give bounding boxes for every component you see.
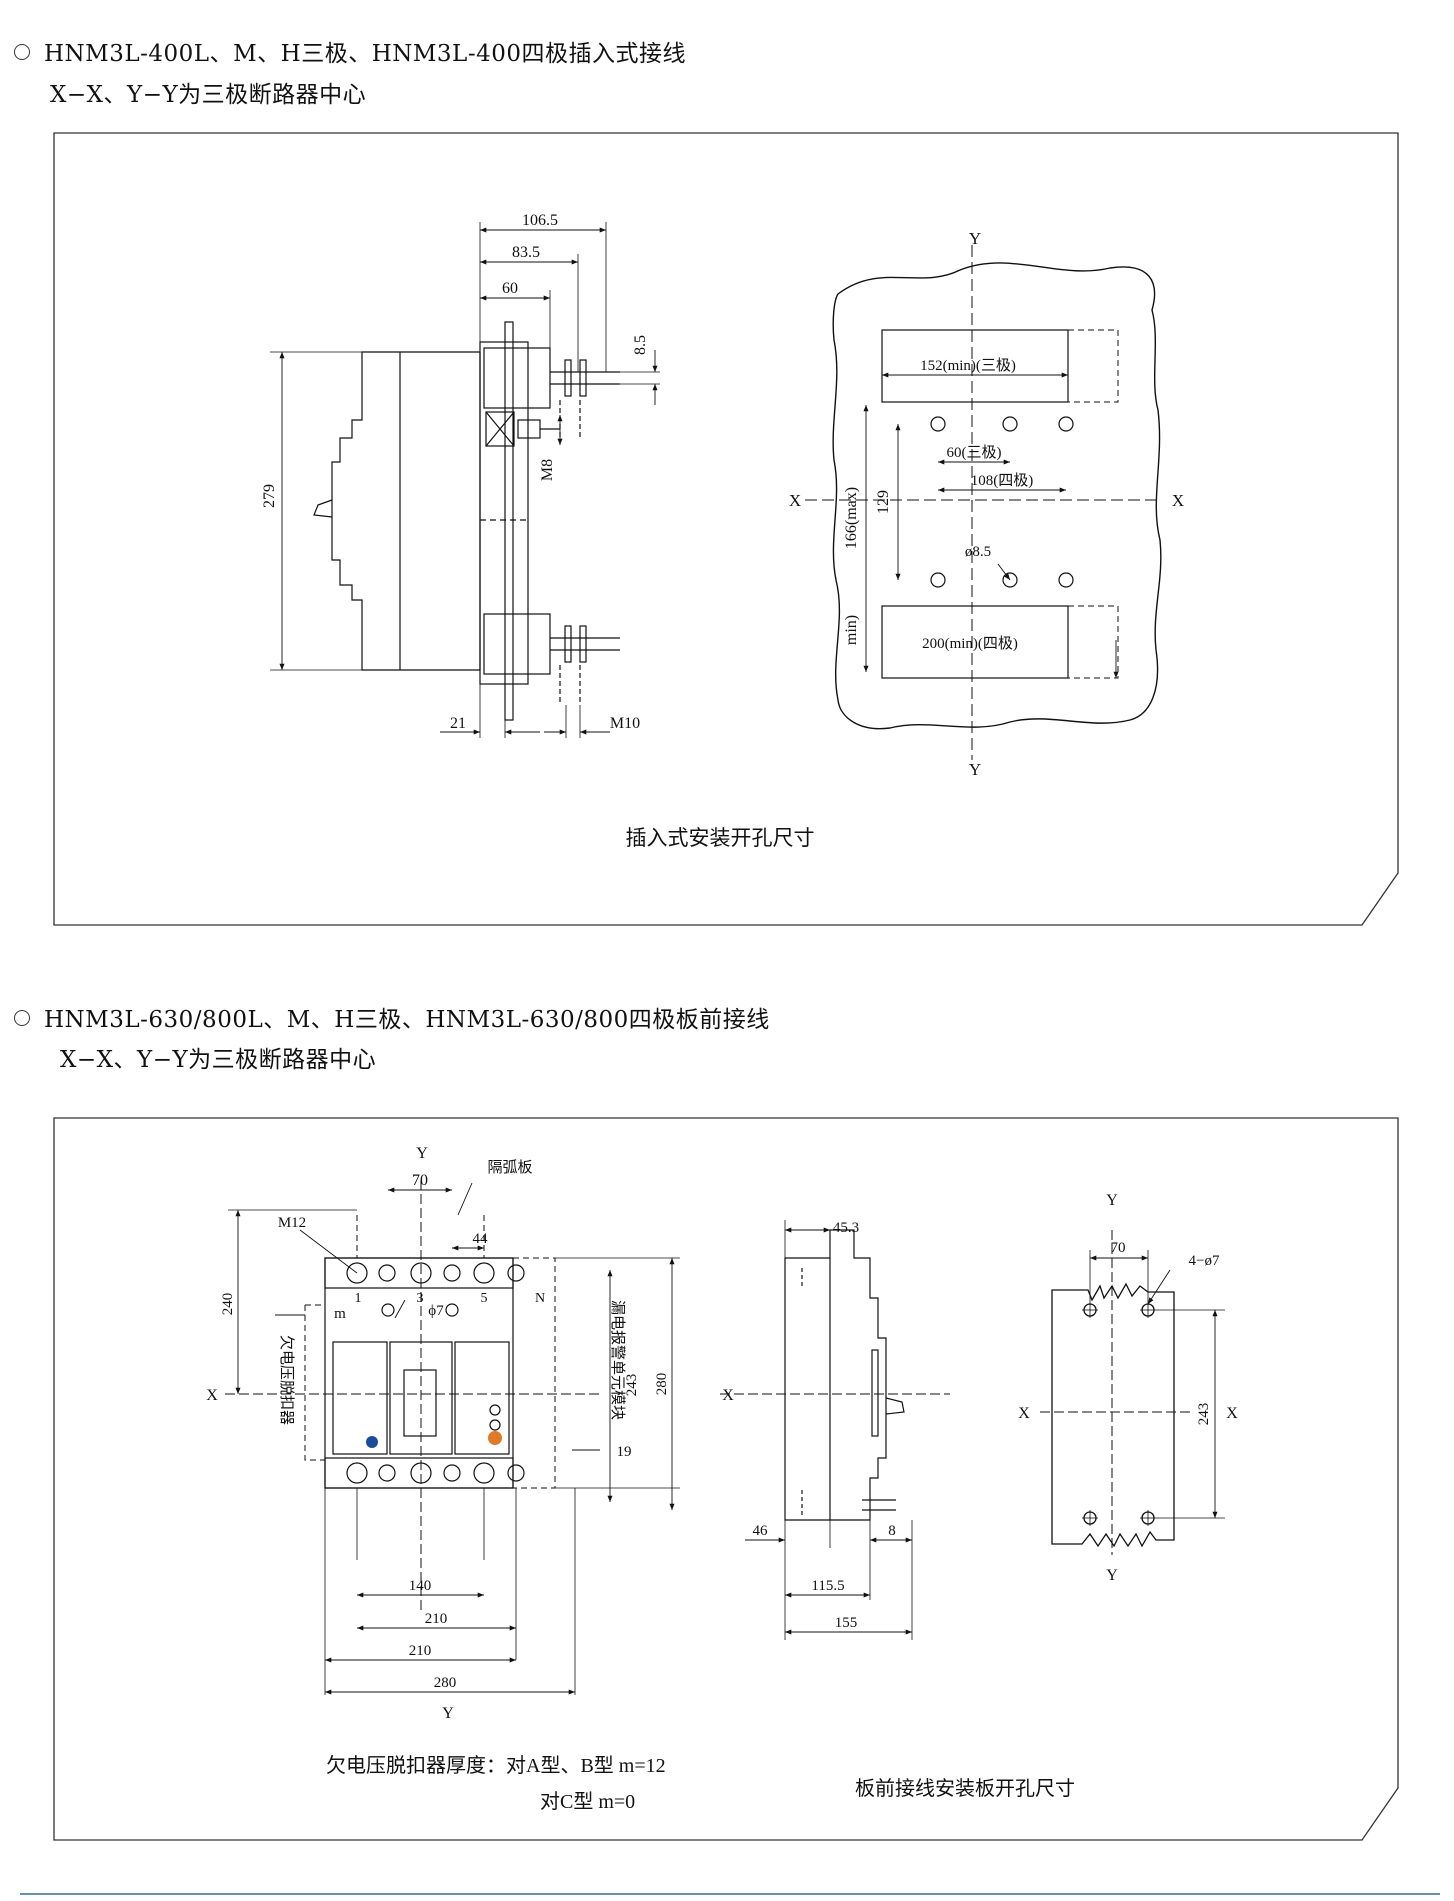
dim-46: 46 — [753, 1523, 769, 1539]
dim-210-b: 210 — [409, 1643, 432, 1659]
panel2-front-dimensions — [235, 1182, 675, 1695]
section1-title: HNM3L-400L、M、H三极、HNM3L-400四极插入式接线 — [14, 34, 686, 68]
panel1-caption: 插入式安装开孔尺寸 — [626, 826, 815, 850]
note-c-type: 对C型 m=0 — [540, 1790, 635, 1813]
label-phi7: ϕ7 — [428, 1303, 444, 1319]
dim-21: 21 — [450, 715, 466, 732]
dim-60: 60 — [502, 280, 518, 297]
dim-280-width: 280 — [434, 1675, 457, 1691]
dim-140: 140 — [409, 1578, 432, 1594]
dim-8: 8 — [888, 1523, 896, 1539]
label-m12: M12 — [278, 1215, 306, 1231]
footer-rule — [20, 1893, 1440, 1895]
blue-indicator-icon — [366, 1436, 378, 1448]
dim-210-a: 210 — [425, 1611, 448, 1627]
dim-106-5: 106.5 — [522, 212, 558, 229]
terminal-5: 5 — [481, 1291, 488, 1306]
dim-45-3: 45.3 — [833, 1220, 859, 1236]
dim-83-5: 83.5 — [512, 244, 540, 261]
panel2-side-dimensions — [745, 1227, 912, 1635]
dim-279: 279 — [261, 484, 278, 508]
orange-indicator-icon — [488, 1431, 502, 1445]
panel1-cutout-view — [805, 245, 1162, 760]
label-60-three-pole: 60(三极) — [947, 444, 1002, 461]
cutout2-axis-x-left: X — [1018, 1405, 1030, 1422]
section2-title: HNM3L-630/800L、M、H三极、HNM3L-630/800四极板前接线 — [14, 1000, 770, 1034]
dim-m10: M10 — [610, 715, 640, 732]
cutout2-axis-y-bottom: Y — [1106, 1567, 1118, 1584]
front-axis-x: X — [206, 1387, 218, 1404]
label-4-holes-7: 4−ø7 — [1189, 1253, 1220, 1269]
label-129: 129 — [875, 490, 892, 514]
dim-44: 44 — [473, 1231, 489, 1247]
section2-subtitle: X−X、Y−Y为三极断路器中心 — [60, 1047, 377, 1073]
axis-x-left: X — [789, 491, 801, 510]
panel2-frame — [53, 1117, 1399, 1841]
bullet-circle-icon — [14, 44, 30, 60]
panel1-side-view — [270, 222, 660, 738]
axis-y-bottom: Y — [969, 760, 981, 779]
dim-19: 19 — [617, 1444, 632, 1460]
label-108-four-pole: 108(四极) — [971, 472, 1034, 489]
axis-y-top: Y — [969, 229, 981, 248]
dim-8-5: 8.5 — [632, 335, 649, 355]
section1-subtitle: X−X、Y−Y为三极断路器中心 — [50, 82, 367, 108]
panel2-side-view — [720, 1220, 950, 1640]
front-axis-y-top: Y — [416, 1145, 428, 1162]
side-axis-x: X — [722, 1387, 734, 1404]
label-m: m — [334, 1306, 346, 1322]
cutout2-axis-y-top: Y — [1106, 1192, 1118, 1209]
panel1-side-dimensions — [279, 227, 658, 735]
cutout2-axis-x-right: X — [1226, 1405, 1238, 1422]
panel2-cutout-dimensions — [1090, 1255, 1218, 1518]
dim-243-cutout: 243 — [1196, 1403, 1212, 1426]
label-leakage-alarm-module: 漏电报警单元模块 — [609, 1300, 626, 1420]
label-arc-barrier: 隔弧板 — [487, 1158, 532, 1176]
terminal-1: 1 — [355, 1291, 362, 1306]
label-min: min) — [843, 615, 860, 645]
dim-m8: M8 — [539, 459, 556, 481]
panel2-caption: 板前接线安装板开孔尺寸 — [855, 1777, 1075, 1800]
label-hole-8-5: ø8.5 — [965, 544, 991, 560]
label-undervoltage-release: 欠电压脱扣器 — [278, 1335, 295, 1425]
dim-70-cutout: 70 — [1111, 1240, 1126, 1256]
front-axis-y-bottom: Y — [442, 1705, 454, 1722]
label-166-max: 166(max) — [843, 487, 860, 549]
dim-240: 240 — [220, 1293, 236, 1316]
label-152-min: 152(min)(三极) — [920, 357, 1016, 374]
panel1-cutout-dimensions — [863, 372, 1119, 678]
dim-155: 155 — [835, 1615, 858, 1631]
bullet-circle-icon — [14, 1010, 30, 1026]
note-undervoltage-thickness: 欠电压脱扣器厚度：对A型、B型 m=12 — [326, 1754, 666, 1777]
dim-70: 70 — [412, 1172, 428, 1189]
dim-243: 243 — [624, 1374, 640, 1397]
terminal-n: N — [535, 1291, 545, 1306]
dim-280-height: 280 — [654, 1373, 670, 1396]
panel2-front-view — [225, 1180, 680, 1695]
dim-115-5: 115.5 — [811, 1578, 844, 1594]
panel1-frame — [53, 132, 1399, 926]
terminal-3: 3 — [417, 1291, 424, 1306]
axis-x-right: X — [1172, 491, 1184, 510]
label-200-min: 200(min)(四极) — [922, 635, 1018, 652]
panel2-cutout-view — [1040, 1230, 1225, 1555]
